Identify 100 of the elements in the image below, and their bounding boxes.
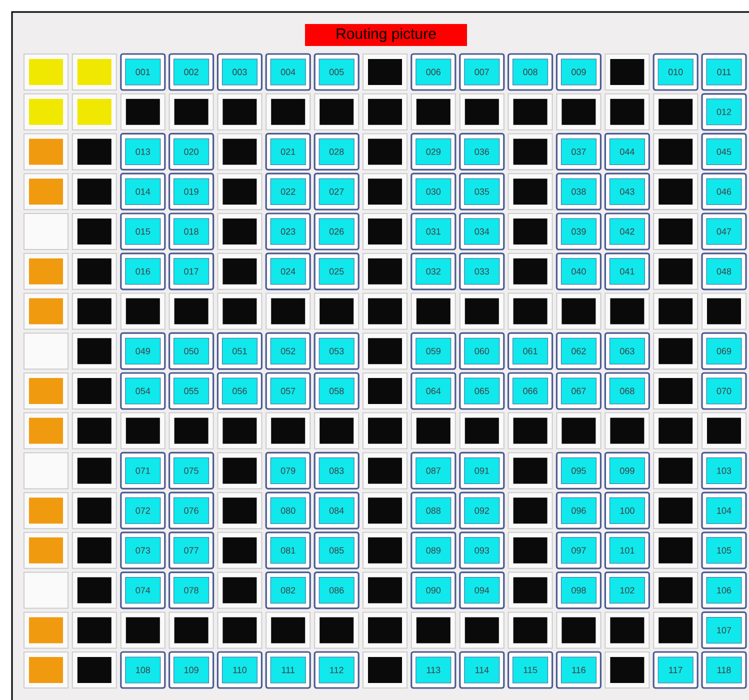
grid-button: 009	[556, 53, 602, 91]
grid-button: 071	[120, 452, 166, 490]
grid-button: 074	[120, 572, 166, 610]
grid-button: 077	[168, 532, 214, 570]
grid-button: 049	[120, 332, 166, 370]
grid-button: 051	[216, 332, 262, 370]
grid-button: 059	[410, 332, 456, 370]
grid-button: 088	[410, 492, 456, 530]
grid-button: 011	[701, 53, 747, 91]
grid-button: 060	[459, 332, 505, 370]
grid-button: 102	[604, 572, 650, 610]
grid-button: 026	[314, 212, 360, 250]
grid-button: 055	[168, 372, 214, 410]
grid-button: 064	[410, 372, 456, 410]
grid-button: 014	[120, 172, 166, 210]
grid-button: 095	[556, 452, 602, 490]
grid-button: 096	[556, 492, 602, 530]
grid-button: 039	[556, 212, 602, 250]
grid-button: 087	[410, 452, 456, 490]
grid-button: 013	[120, 132, 166, 170]
grid-button: 061	[508, 332, 554, 370]
grid-button: 105	[701, 532, 747, 570]
grid-button: 027	[314, 172, 360, 210]
grid-button: 092	[459, 492, 505, 530]
grid-button: 033	[459, 252, 505, 290]
grid-button: 084	[314, 492, 360, 530]
grid-button: 032	[410, 252, 456, 290]
grid-button: 081	[265, 532, 311, 570]
grid-button: 041	[604, 252, 650, 290]
grid-button: 036	[459, 132, 505, 170]
grid-button: 097	[556, 532, 602, 570]
grid-button: 090	[410, 572, 456, 610]
grid-button: 099	[604, 452, 650, 490]
grid-button: 072	[120, 492, 166, 530]
grid-button: 029	[410, 132, 456, 170]
grid-button: 117	[652, 651, 698, 689]
grid-button: 091	[459, 452, 505, 490]
grid-button: 093	[459, 532, 505, 570]
grid-button: 040	[556, 252, 602, 290]
grid-button: 068	[604, 372, 650, 410]
grid-button: 016	[120, 252, 166, 290]
grid-button: 005	[314, 53, 360, 91]
grid-button: 056	[216, 372, 262, 410]
grid-button: 104	[701, 492, 747, 530]
grid-button: 082	[265, 572, 311, 610]
grid-button: 004	[265, 53, 311, 91]
grid-button: 109	[168, 651, 214, 689]
grid-button: 046	[701, 172, 747, 210]
grid-button: 003	[216, 53, 262, 91]
grid-button: 112	[314, 651, 360, 689]
grid-button: 115	[508, 651, 554, 689]
grid-button: 038	[556, 172, 602, 210]
grid-button: 007	[459, 53, 505, 91]
grid-button: 018	[168, 212, 214, 250]
grid-button: 047	[701, 212, 747, 250]
grid-button: 034	[459, 212, 505, 250]
grid-button: 098	[556, 572, 602, 610]
grid-button: 044	[604, 132, 650, 170]
grid-button: 080	[265, 492, 311, 530]
grid-button: 008	[508, 53, 554, 91]
grid-button: 062	[556, 332, 602, 370]
grid-button: 035	[459, 172, 505, 210]
grid-button: 067	[556, 372, 602, 410]
grid-button: 106	[701, 572, 747, 610]
grid-button: 053	[314, 332, 360, 370]
grid-button: 012	[701, 93, 747, 131]
grid-button: 058	[314, 372, 360, 410]
grid-button: 107	[701, 611, 747, 649]
grid-button: 015	[120, 212, 166, 250]
grid-button: 073	[120, 532, 166, 570]
grid-button: 030	[410, 172, 456, 210]
grid-button: 076	[168, 492, 214, 530]
grid-button: 086	[314, 572, 360, 610]
grid-button: 022	[265, 172, 311, 210]
grid-button: 110	[216, 651, 262, 689]
grid-button: 070	[701, 372, 747, 410]
grid-button: 025	[314, 252, 360, 290]
grid-button: 037	[556, 132, 602, 170]
grid-button: 045	[701, 132, 747, 170]
grid-button: 021	[265, 132, 311, 170]
grid-button: 079	[265, 452, 311, 490]
grid-button: 113	[410, 651, 456, 689]
grid-button: 075	[168, 452, 214, 490]
grid-button: 023	[265, 212, 311, 250]
grid-button: 052	[265, 332, 311, 370]
grid-button: 057	[265, 372, 311, 410]
grid-button: 019	[168, 172, 214, 210]
grid-button: 054	[120, 372, 166, 410]
grid-button: 028	[314, 132, 360, 170]
grid-button: 024	[265, 252, 311, 290]
grid-button: 116	[556, 651, 602, 689]
grid-button: 020	[168, 132, 214, 170]
grid-button: 101	[604, 532, 650, 570]
grid-button: 069	[701, 332, 747, 370]
grid-button: 089	[410, 532, 456, 570]
grid-button: 001	[120, 53, 166, 91]
grid-button: 083	[314, 452, 360, 490]
grid-button: 085	[314, 532, 360, 570]
grid-button: 065	[459, 372, 505, 410]
grid-button: 111	[265, 651, 311, 689]
